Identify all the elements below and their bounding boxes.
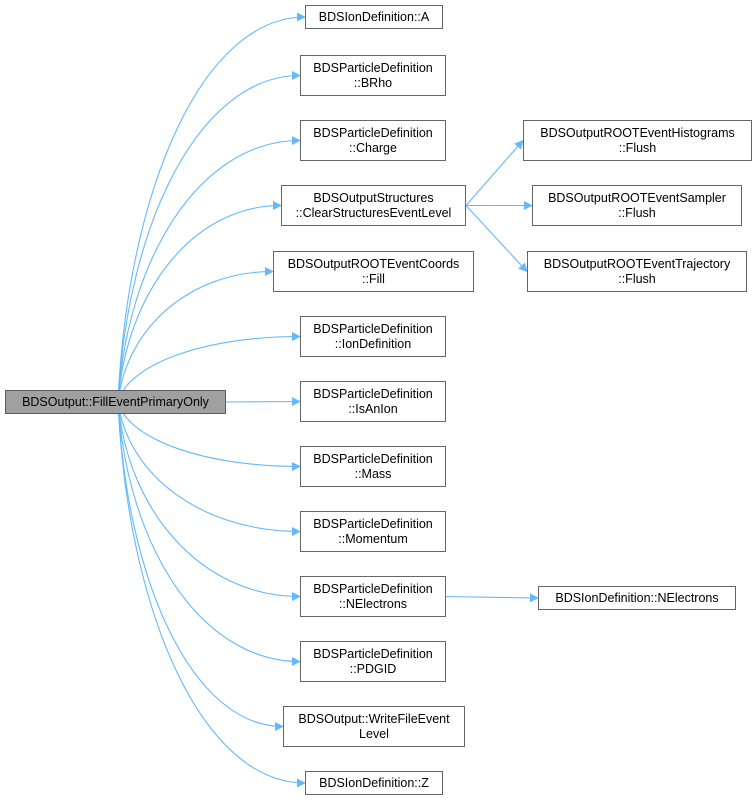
- node-ion-z-line-1: BDSIonDefinition::Z: [319, 775, 429, 790]
- node-is-an-ion-line-1: BDSParticleDefinition: [313, 386, 433, 401]
- node-clear-structures-line-1: BDSOutputStructures: [313, 190, 434, 205]
- node-ion-definition-line-1: BDSParticleDefinition: [313, 321, 433, 336]
- node-pdgid[interactable]: BDSParticleDefinition ::PDGID: [300, 641, 446, 682]
- node-sampler-flush-line-1: BDSOutputROOTEventSampler: [548, 190, 726, 205]
- node-root[interactable]: BDSOutput::FillEventPrimaryOnly: [5, 390, 226, 414]
- edge-root-to-brho: [117, 71, 301, 403]
- node-charge[interactable]: BDSParticleDefinition ::Charge: [300, 120, 446, 161]
- node-mass[interactable]: BDSParticleDefinition ::Mass: [300, 446, 446, 487]
- node-mass-line-2: ::Mass: [354, 466, 392, 481]
- node-write-file-event-level-line-1: BDSOutput::WriteFileEvent: [298, 711, 450, 726]
- node-coords-fill[interactable]: BDSOutputROOTEventCoords ::Fill: [273, 251, 474, 292]
- node-write-file-event-level[interactable]: BDSOutput::WriteFileEvent Level: [283, 706, 465, 747]
- node-ion-a[interactable]: BDSIonDefinition::A: [305, 5, 443, 29]
- node-clear-structures-line-2: ::ClearStructuresEventLevel: [295, 205, 452, 220]
- edge-clear-to-hist_flush: [465, 139, 524, 206]
- edge-root-to-nelectrons: [117, 401, 301, 601]
- node-ion-nelectrons[interactable]: BDSIonDefinition::NElectrons: [538, 586, 736, 610]
- edge-root-to-ion_a: [117, 12, 306, 403]
- edge-root-to-coords_fill: [117, 267, 274, 403]
- node-root-line-1: BDSOutput::FillEventPrimaryOnly: [22, 394, 209, 409]
- node-mass-line-1: BDSParticleDefinition: [313, 451, 433, 466]
- node-ion-z[interactable]: BDSIonDefinition::Z: [305, 771, 443, 795]
- node-trajectory-flush[interactable]: BDSOutputROOTEventTrajectory ::Flush: [527, 251, 747, 292]
- node-momentum-line-2: ::Momentum: [338, 531, 408, 546]
- node-trajectory-flush-line-1: BDSOutputROOTEventTrajectory: [543, 256, 731, 271]
- node-histograms-flush-line-2: ::Flush: [618, 140, 657, 155]
- node-trajectory-flush-line-2: ::Flush: [618, 271, 656, 286]
- node-charge-line-2: ::Charge: [349, 140, 397, 155]
- node-is-an-ion-line-2: ::IsAnIon: [348, 401, 398, 416]
- node-brho-line-1: BDSParticleDefinition: [313, 60, 433, 75]
- node-ion-definition-line-2: ::IonDefinition: [334, 336, 412, 351]
- node-momentum[interactable]: BDSParticleDefinition ::Momentum: [300, 511, 446, 552]
- edge-root-to-write_file: [117, 401, 284, 731]
- node-nelectrons-line-1: BDSParticleDefinition: [313, 581, 433, 596]
- edge-root-to-momentum: [117, 401, 301, 536]
- edge-root-to-charge: [117, 136, 301, 403]
- node-coords-fill-line-2: ::Fill: [362, 271, 385, 286]
- node-charge-line-1: BDSParticleDefinition: [313, 125, 433, 140]
- node-pdgid-line-1: BDSParticleDefinition: [313, 646, 433, 661]
- node-clear-structures[interactable]: BDSOutputStructures ::ClearStructuresEve…: [281, 185, 466, 226]
- node-is-an-ion[interactable]: BDSParticleDefinition ::IsAnIon: [300, 381, 446, 422]
- node-ion-definition[interactable]: BDSParticleDefinition ::IonDefinition: [300, 316, 446, 357]
- node-sampler-flush[interactable]: BDSOutputROOTEventSampler ::Flush: [532, 185, 742, 226]
- edge-root-to-mass: [117, 401, 301, 471]
- node-write-file-event-level-line-2: Level: [359, 726, 389, 741]
- edge-root-to-is_an_ion: [225, 397, 301, 407]
- node-ion-a-line-1: BDSIonDefinition::A: [318, 9, 430, 24]
- node-brho[interactable]: BDSParticleDefinition ::BRho: [300, 55, 446, 96]
- node-coords-fill-line-1: BDSOutputROOTEventCoords: [287, 256, 460, 271]
- edge-nelectrons-to-ion_nelectrons: [441, 593, 539, 603]
- node-pdgid-line-2: ::PDGID: [349, 661, 397, 676]
- edge-root-to-pdgid: [117, 401, 301, 666]
- node-ion-nelectrons-line-1: BDSIonDefinition::NElectrons: [555, 590, 719, 605]
- node-histograms-flush-line-1: BDSOutputROOTEventHistograms: [540, 125, 735, 140]
- node-nelectrons-line-2: ::NElectrons: [338, 596, 408, 611]
- node-histograms-flush[interactable]: BDSOutputROOTEventHistograms ::Flush: [523, 120, 752, 161]
- edge-root-to-ion_definition: [117, 332, 301, 403]
- edge-root-to-clear: [117, 201, 282, 403]
- edge-root-to-ion_z: [117, 401, 306, 788]
- edge-clear-to-traj_flush: [465, 205, 528, 273]
- node-momentum-line-1: BDSParticleDefinition: [313, 516, 433, 531]
- node-sampler-flush-line-2: ::Flush: [618, 205, 656, 220]
- node-brho-line-2: ::BRho: [353, 75, 393, 90]
- node-nelectrons[interactable]: BDSParticleDefinition ::NElectrons: [300, 576, 446, 617]
